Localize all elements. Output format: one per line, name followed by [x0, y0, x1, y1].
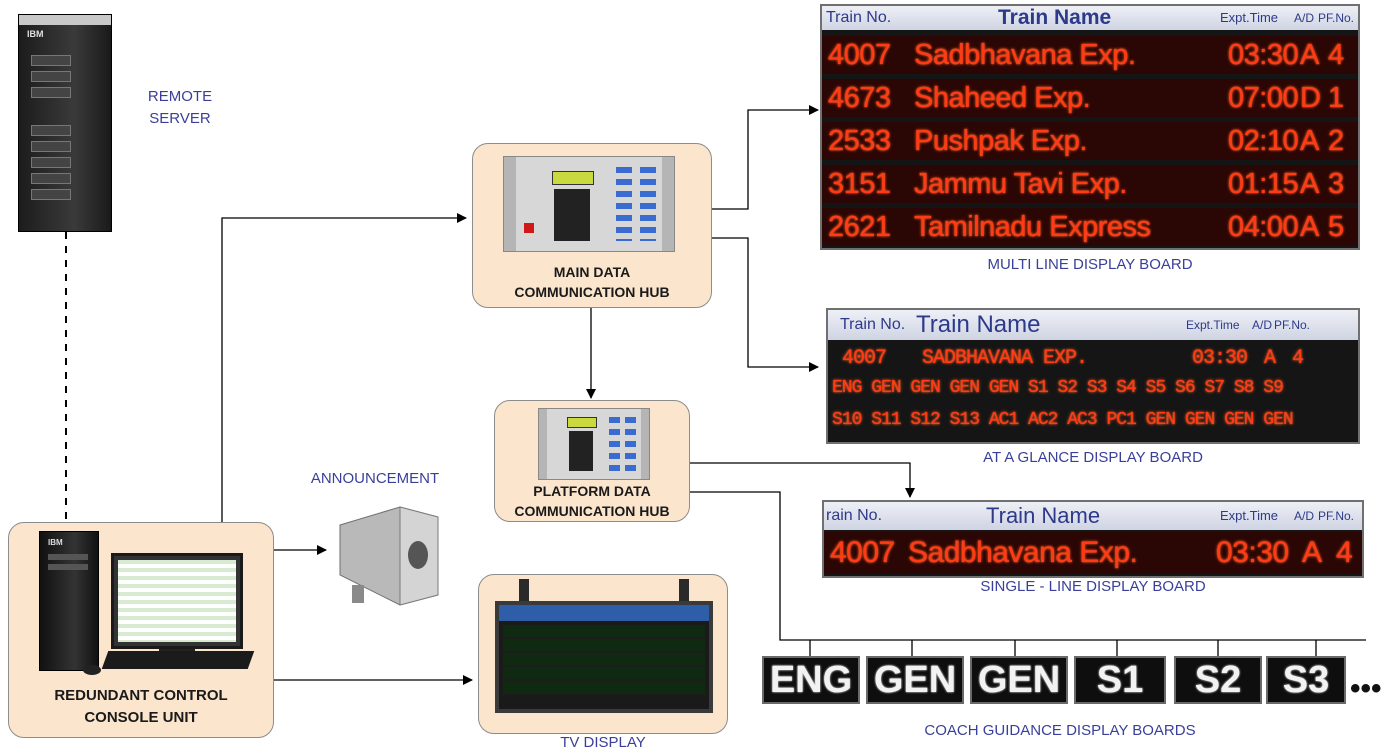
- multi-line-cell-no: 4007: [828, 39, 891, 71]
- single-line-row: 4007 Sadbhavana Exp. 03:30 A 4: [830, 536, 1353, 569]
- multi-line-cell-pf: 3: [1328, 168, 1344, 200]
- multi-line-cell-no: 2533: [828, 125, 891, 157]
- multi-line-cell-time: 07:00: [1228, 82, 1299, 114]
- multi-line-cell-name: Sadbhavana Exp.: [914, 39, 1136, 71]
- console-label: REDUNDANT CONTROL CONSOLE UNIT: [54, 687, 228, 726]
- platform-hub-to-coach-bus: [690, 491, 1366, 641]
- single-line-display-board: rain No. Train Name Expt.Time A/D PF.No.…: [822, 500, 1364, 578]
- multi-line-cell-name: Shaheed Exp.: [914, 82, 1091, 114]
- coach-board: S3: [1266, 656, 1346, 704]
- glance-train-row: 4007 SADBHAVANA EXP. 03:30 A 4: [842, 347, 1304, 370]
- glance-coach-row-1: ENG GEN GEN GEN GEN S1 S2 S3 S4 S5 S6 S7…: [832, 378, 1284, 398]
- platform-hub-device: [538, 408, 650, 480]
- multi-line-cell-name: Jammu Tavi Exp.: [914, 168, 1127, 200]
- console-pc-tower: IBM: [39, 531, 99, 671]
- multi-line-cell-ad: D: [1300, 82, 1321, 114]
- main-hub-to-glance-arrow: [712, 237, 819, 372]
- multi-line-cell-time: 04:00: [1228, 211, 1299, 243]
- coach-board: ENG: [762, 656, 860, 704]
- platform-hub-to-singleline-arrow: [690, 462, 915, 498]
- more-coaches-indicator: •••: [1350, 672, 1382, 705]
- tv-screen: [495, 601, 713, 713]
- coach-board: GEN: [970, 656, 1068, 704]
- remote-server-label: REMOTE SERVER: [147, 88, 213, 127]
- at-a-glance-display-board: Train No. Train Name Expt.Time A/D PF.No…: [826, 308, 1360, 444]
- platform-hub-box: PLATFORM DATA COMMUNICATION HUB: [494, 400, 690, 522]
- multi-line-cell-pf: 5: [1328, 211, 1344, 243]
- multi-line-cell-time: 02:10: [1228, 125, 1299, 157]
- glance-coach-row-2: S10 S11 S12 S13 AC1 AC2 AC3 PC1 GEN GEN …: [832, 410, 1294, 430]
- single-line-board-label: SINGLE - LINE DISPLAY BOARD: [980, 578, 1206, 595]
- glance-board-header: Train No. Train Name Expt.Time A/D PF.No…: [828, 310, 1358, 340]
- coach-board: S1: [1074, 656, 1166, 704]
- multi-line-display-board: Train No. Train Name Expt.Time A/D PF.No…: [820, 4, 1360, 250]
- console-keyboard: [101, 651, 255, 669]
- main-hub-to-multiline-arrow: [712, 105, 819, 210]
- coach-guidance-boards-label: COACH GUIDANCE DISPLAY BOARDS: [924, 722, 1196, 739]
- tv-box: [478, 574, 728, 734]
- tv-display-label: TV DISPLAY: [560, 734, 646, 751]
- single-line-board-header: rain No. Train Name Expt.Time A/D PF.No.: [824, 502, 1362, 530]
- multi-line-cell-ad: A: [1300, 39, 1319, 71]
- main-hub-box: MAIN DATA COMMUNICATION HUB: [472, 143, 712, 308]
- speaker-horn-icon: [339, 506, 439, 606]
- multi-line-cell-no: 2621: [828, 211, 891, 243]
- server-brand-logo: IBM: [27, 29, 44, 39]
- multi-line-cell-no: 4673: [828, 82, 891, 114]
- multi-line-cell-time: 01:15: [1228, 168, 1299, 200]
- multi-line-cell-ad: A: [1300, 168, 1319, 200]
- multi-line-cell-time: 03:30: [1228, 39, 1299, 71]
- coach-board: GEN: [866, 656, 964, 704]
- multi-line-cell-pf: 4: [1328, 39, 1344, 71]
- multi-line-cell-ad: A: [1300, 125, 1319, 157]
- platform-hub-label: PLATFORM DATA COMMUNICATION HUB: [514, 483, 670, 519]
- at-a-glance-board-label: AT A GLANCE DISPLAY BOARD: [983, 449, 1203, 466]
- multi-line-cell-no: 3151: [828, 168, 891, 200]
- multi-line-board-label: MULTI LINE DISPLAY BOARD: [987, 256, 1193, 273]
- console-to-main-hub-arrow: [221, 213, 467, 522]
- coach-board: S2: [1174, 656, 1262, 704]
- remote-server-tower: IBM: [18, 14, 112, 232]
- main-hub-label: MAIN DATA COMMUNICATION HUB: [514, 264, 670, 300]
- console-mouse: [83, 665, 101, 675]
- console-monitor: [111, 553, 243, 649]
- console-box: IBM REDUNDANT CONTROL CONSOLE UNIT: [8, 522, 274, 738]
- multi-line-cell-pf: 1: [1328, 82, 1344, 114]
- multi-line-cell-name: Pushpak Exp.: [914, 125, 1087, 157]
- announcement-label: ANNOUNCEMENT: [310, 470, 440, 487]
- multi-line-cell-name: Tamilnadu Express: [914, 211, 1151, 243]
- multi-line-board-header: Train No. Train Name Expt.Time A/D PF.No…: [822, 6, 1358, 30]
- multi-line-cell-pf: 2: [1328, 125, 1344, 157]
- multi-line-cell-ad: A: [1300, 211, 1319, 243]
- main-hub-device: [503, 156, 675, 252]
